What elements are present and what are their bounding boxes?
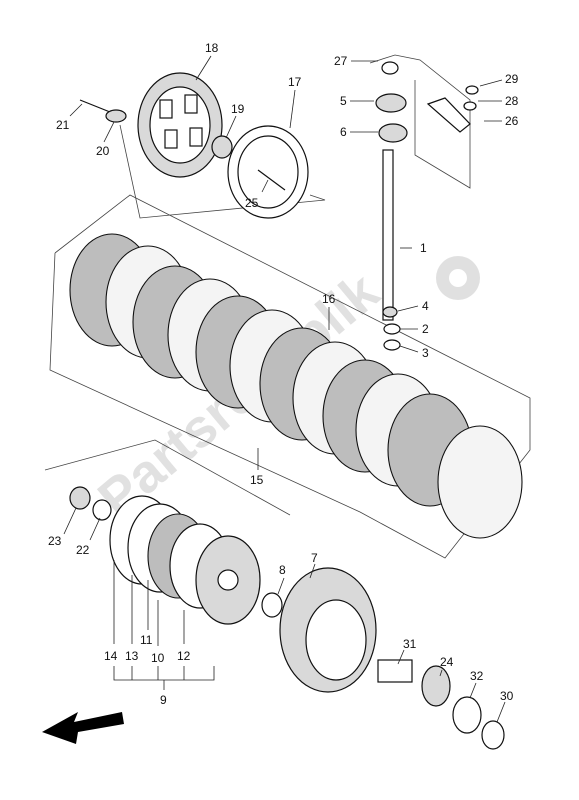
callout-11: 11 [140,633,153,647]
callout-15: 15 [250,473,264,487]
washer-30 [481,720,505,750]
pushrod-assembly [375,61,479,351]
clutch-plate-stack [69,233,523,539]
bearing-24 [421,665,451,707]
bearing-19 [211,135,233,159]
callout-13: 13 [125,649,139,663]
callout-3: 3 [422,346,429,360]
bolt-21 [79,99,111,113]
rod-25 [257,169,286,191]
spacer-31 [377,659,413,683]
gear-32 [452,696,482,734]
pushrod-1 [382,149,394,321]
callout-14: 14 [104,649,118,663]
callout-10: 10 [151,651,165,665]
callout-12: 12 [177,649,191,663]
callout-27: 27 [334,54,348,68]
callout-25: 25 [245,196,259,210]
callout-5: 5 [340,94,347,108]
pushrod-box [369,54,471,189]
callout-28: 28 [505,94,519,108]
callout-4: 4 [422,299,429,313]
callout-8: 8 [279,563,286,577]
callout-30: 30 [500,689,514,703]
front-direction-arrow-icon [42,712,124,744]
callout-9: 9 [160,693,167,707]
spring-20 [105,109,127,123]
callout-17: 17 [288,75,302,89]
seal-5 [375,93,407,113]
pressure-plate-box [119,124,326,219]
callout-16: 16 [322,292,336,306]
callouts: 1 2 3 4 5 6 7 8 9 10 11 12 13 14 15 16 [48,41,519,723]
callout-24: 24 [440,655,454,669]
gear-logo-icon [436,256,480,300]
callout-29: 29 [505,72,519,86]
callout-6: 6 [340,125,347,139]
callout-32: 32 [470,669,484,683]
callout-19: 19 [231,102,245,116]
bearing-6 [378,123,408,143]
callout-18: 18 [205,41,219,55]
callout-20: 20 [96,144,110,158]
callout-22: 22 [76,543,90,557]
steel-plate [437,425,523,539]
pressure-plate-assembly [79,72,309,219]
spring-27 [381,61,399,75]
callout-23: 23 [48,534,62,548]
callout-7: 7 [311,551,318,565]
callout-2: 2 [422,322,429,336]
ring-3 [383,339,401,351]
clip-29 [465,85,479,95]
lever-26 [426,97,471,133]
callout-26: 26 [505,114,519,128]
hub-box [44,439,291,516]
callout-21: 21 [56,118,70,132]
washer-8 [261,592,283,618]
nut-4 [382,306,398,318]
washer-28 [463,101,477,111]
washer-2 [383,323,401,335]
clutch-hub-assembly [69,486,283,625]
nut-23 [69,486,91,510]
callout-1: 1 [420,241,427,255]
clutch-housing-assembly [279,567,505,750]
callout-31: 31 [403,637,417,651]
washer-22 [92,499,112,521]
